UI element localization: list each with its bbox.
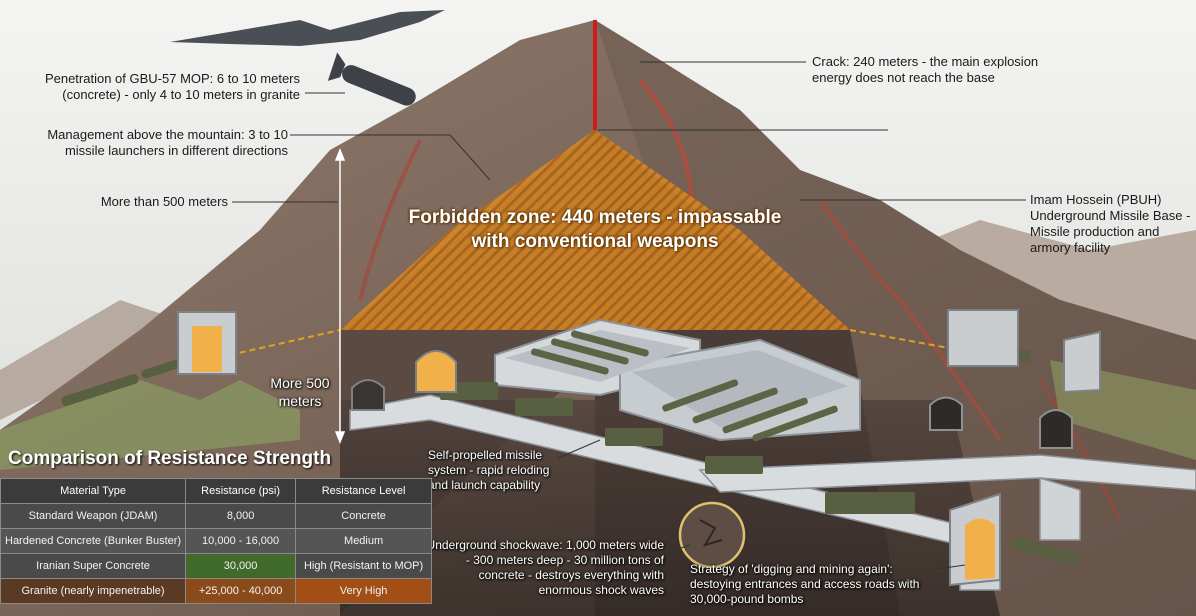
leader-lines [232,61,1026,571]
tunnel-portals [177,309,1101,587]
height-arrow [334,147,346,445]
table-row: Iranian Super Concrete 30,000 High (Resi… [0,553,433,579]
forbidden-zone-dash [229,329,341,356]
resistance-table: Material Type Resistance (psi) Resistanc… [0,478,433,604]
rock-vein [358,139,422,301]
bomb-icon [327,52,416,106]
table-cell: Very High [295,578,433,604]
table-row: Standard Weapon (JDAM) 8,000 Concrete [0,503,433,529]
label-crack: Crack: 240 meters - the main explosion e… [812,54,1039,85]
launcher-vehicles [61,350,1080,565]
label-self-propelled: Self-propelled missile system - rapid re… [428,448,550,492]
table-header: Resistance Level [295,478,433,504]
table-header: Material Type [0,478,187,504]
forbidden-zone [340,130,850,330]
table-cell: Iranian Super Concrete [0,553,187,579]
table-header-row: Material Type Resistance (psi) Resistanc… [0,478,433,504]
forbidden-zone-dash-right [849,329,961,351]
label-management: Management above the mountain: 3 to 10 m… [47,127,288,158]
forbidden-zone-title: Forbidden zone: 440 meters - impassable … [408,207,782,252]
rock-vein [1038,379,1122,521]
label-base: Imam Hossein (PBUH) Underground Missile … [1030,192,1191,255]
label-more-500: More 500 meters [270,375,330,409]
table-cell: High (Resistant to MOP) [295,553,433,579]
bunker-complex [349,318,1196,591]
table-cell: 10,000 - 16,000 [185,528,297,554]
label-penetration: Penetration of GBU-57 MOP: 6 to 10 meter… [44,71,300,102]
table-cell: Standard Weapon (JDAM) [0,503,187,529]
table-title: Comparison of Resistance Strength [8,448,332,469]
table-cell: Granite (nearly impenetrable) [0,578,187,604]
label-more-than-500: More than 500 meters [100,194,228,209]
table-cell: 8,000 [185,503,297,529]
bomber-icon [170,10,445,46]
table-cell: +25,000 - 40,000 [185,578,297,604]
table-cell: Hardened Concrete (Bunker Buster) [0,528,187,554]
grass [0,380,300,470]
missile-rows [531,330,838,442]
table-cell: 30,000 [185,553,297,579]
label-strategy: Strategy of 'digging and mining again': … [690,562,920,606]
underground-cavity [340,400,1000,616]
rock-vein [818,198,1002,442]
table-cell: Medium [295,528,433,554]
label-shockwave: Underground shockwave: 1,000 meters wide… [426,538,664,597]
table-cell: Concrete [295,503,433,529]
table-row: Hardened Concrete (Bunker Buster) 10,000… [0,528,433,554]
table-row: Granite (nearly impenetrable) +25,000 - … [0,578,433,604]
table-header: Resistance (psi) [185,478,297,504]
